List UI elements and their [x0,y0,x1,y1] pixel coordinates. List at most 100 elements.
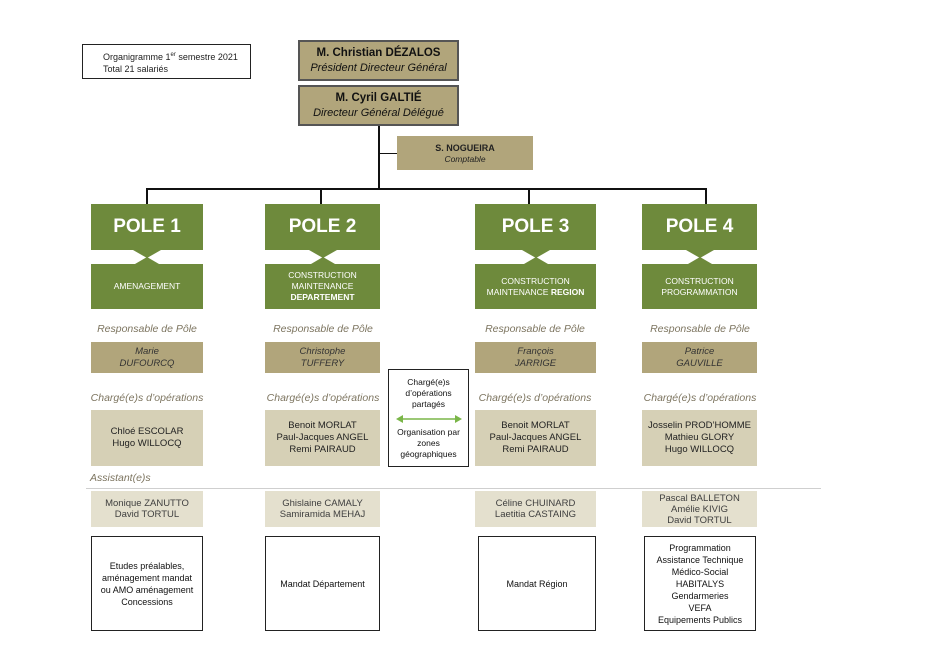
dg-role: Directeur Général Délégué [313,107,444,119]
pole-2-missions: Mandat Département [265,536,380,631]
mission-line: Médico-Social [671,566,729,577]
mission-line: Concessions [121,596,173,607]
pole-desc-line: DEPARTEMENT [290,292,355,302]
mission-line: Gendarmeries [671,590,729,601]
mission-line: Mandat Département [280,578,365,589]
responsable-name-line: JARRIGE [514,357,557,369]
pole-4-arrow [685,250,714,258]
shared-charges-box: Chargé(e)s d’opérations partagés Organis… [388,369,469,467]
pole-1-charges-label: Chargé(e)s d’opérations [90,392,204,404]
pole-3-arrow [521,250,550,258]
assistant-name: Ghislaine CAMALY [282,498,363,509]
pole-1-arrow [133,250,161,258]
assistants-divider [86,488,821,489]
charge-name: Paul-Jacques ANGEL [489,432,582,443]
pole-4-title: POLE 4 [642,204,757,250]
pole-desc-line: MAINTENANCE [291,281,354,291]
charge-name: Remi PAIRAUD [289,444,356,455]
mission-line: Equipements Publics [657,614,743,625]
pole-2-arrow [308,250,337,258]
mission-line: aménagement mandat [101,572,193,583]
pole1-drop [146,188,148,206]
pole-3-desc-notch [523,257,548,264]
mission-line: Programmation [669,542,731,553]
pole-desc-line: CONSTRUCTION [665,275,734,286]
pole-desc-line: CONSTRUCTION [288,270,357,280]
assistant-name: David TORTUL [667,514,732,526]
pole-2-desc-notch [310,257,335,264]
pole-desc-line: CONSTRUCTION [501,275,570,286]
pole-3-charges-label: Chargé(e)s d’opérations [478,392,592,404]
charge-name: Benoit MORLAT [288,420,357,431]
assistant-name: Céline CHUINARD [495,498,576,509]
pole-desc-line: MAINTENANCE REGION [486,286,585,297]
responsable-name-line: TUFFERY [300,357,345,369]
charge-name: Remi PAIRAUD [502,444,569,455]
pole-4-responsable-label: Responsable de Pôle [650,323,750,335]
assistant-name: Amélie KIVIG [670,503,729,515]
pole-2-title: POLE 2 [265,204,380,250]
pole-2-charges-label: Chargé(e)s d’opérations [266,392,380,404]
pole-4-charges-label: Chargé(e)s d’opérations [643,392,757,404]
president-role: Président Directeur Général [310,62,447,74]
charge-name: Hugo WILLOCQ [112,438,182,449]
mission-line: VEFA [688,602,712,613]
responsable-name-line: Christophe [299,345,346,357]
charge-name: Chloé ESCOLAR [110,426,184,437]
president-name: M. Christian DÉZALOS [316,47,441,59]
trunk-line [378,126,380,189]
responsable-name-line: François [517,345,554,357]
pole-1-description: AMENAGEMENT [91,264,203,309]
pole-3-missions: Mandat Région [478,536,596,631]
mission-line: Assistance Technique [656,554,744,565]
organigram-headcount: Total 21 salariés [103,64,169,74]
charge-name: Paul-Jacques ANGEL [276,432,369,443]
pole-3-responsable-label: Responsable de Pôle [485,323,585,335]
pole-1-responsable-label: Responsable de Pôle [97,323,197,335]
president-box: M. Christian DÉZALOS Président Directeur… [298,40,459,81]
comptable-connector [378,153,397,154]
pole-3-title: POLE 3 [475,204,596,250]
assistants-label: Assistant(e)s [90,472,151,484]
mission-line: Etudes préalables, [109,560,185,571]
shared-organisation-text: Organisation par zones géographiques [397,426,460,459]
assistant-name: David TORTUL [114,509,180,520]
charge-name: Mathieu GLORY [664,432,735,443]
mission-line: HABITALYS [675,578,725,589]
pole-desc-line: AMENAGEMENT [113,281,181,291]
assistant-name: Monique ZANUTTO [105,498,189,509]
mission-line: ou AMO aménagement [100,584,194,595]
charge-name: Benoit MORLAT [501,420,570,431]
organigram-period: Organigramme 1er semestre 2021 [103,52,238,62]
assistant-name: Laetitia CASTAING [494,509,577,520]
comptable-name: S. NOGUEIRA [435,142,495,153]
responsable-name-line: DUFOURCQ [119,357,175,369]
charge-name: Josselin PROD’HOMME [648,420,751,431]
pole-1-desc-notch [135,257,159,264]
responsable-name-line: GAUVILLE [676,357,723,369]
charge-name: Hugo WILLOCQ [664,444,735,455]
pole4-drop [705,188,707,206]
pole-2-responsable-label: Responsable de Pôle [273,323,373,335]
pole-1-title: POLE 1 [91,204,203,250]
comptable-box: S. NOGUEIRA Comptable [397,136,533,170]
pole-bus-line [146,188,706,190]
responsable-name-line: Patrice [684,345,715,357]
dg-box: M. Cyril GALTIÉ Directeur Général Délégu… [298,85,459,126]
pole-4-desc-notch [687,257,712,264]
